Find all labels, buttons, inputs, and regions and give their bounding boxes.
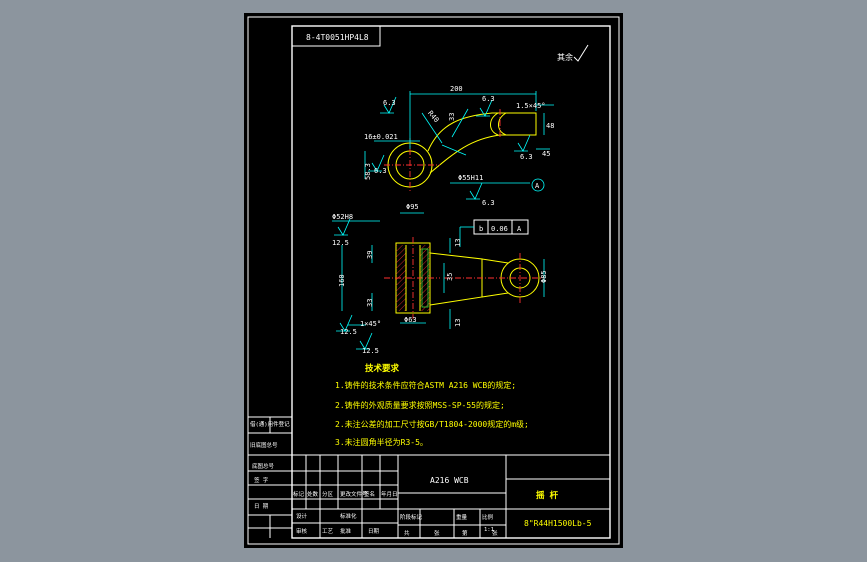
scale-value: 1:1 (484, 527, 494, 533)
dim-160: 160 (338, 274, 346, 287)
ra-bottom-left-1: 12.5 (340, 328, 357, 336)
note-1: 1.铸件的技术条件应符合ASTM A216 WCB的规定; (335, 380, 516, 390)
tol-symbol: b (479, 225, 483, 233)
sheet-total: 共 (404, 529, 410, 537)
note-4: 3.未注圆角半径为R3-5。 (335, 437, 428, 447)
tol-datum: A (517, 225, 522, 233)
dim-85: Φ85 (540, 270, 548, 283)
ra-left: 6.3 (374, 167, 387, 175)
lever-arm (427, 112, 537, 174)
stage-label: 阶段标记 (400, 513, 423, 521)
row-label-date: 年月日 (381, 490, 398, 498)
neck (429, 252, 483, 306)
notes-title: 技术要求 (365, 363, 400, 374)
top-code-box (291, 25, 381, 47)
dim-55h11: Φ55H11 (458, 174, 483, 182)
ra-right: 6.3 (520, 153, 533, 161)
row-label-count: 处数 (307, 490, 319, 498)
chamfer-bottom: 1×45° (360, 320, 381, 328)
sheet-no: 第 (462, 529, 468, 537)
part-name: 摇 杆 (536, 490, 559, 501)
left-label-5: 日 期 (254, 503, 269, 510)
row-label-mark: 标记 (293, 490, 305, 498)
role-approve: 批准 (340, 527, 352, 535)
role-standard: 标准化 (340, 512, 357, 520)
drawing-number: 8"R44H1500Lb-5 (524, 519, 592, 528)
row-label-sign: 签名 (364, 490, 375, 498)
dim-16-tol: 16±0.021 (364, 133, 398, 141)
role-process: 工艺 (322, 528, 334, 535)
datum-a-circle (531, 178, 545, 192)
roughness-other-label: 其余 (557, 52, 573, 62)
left-label-2: 旧底图总号 (250, 441, 278, 449)
left-strip: 借(通)用件登记 旧底图总号 底图总号 签 字 日 期 (248, 417, 292, 538)
ra-top-2: 6.3 (482, 95, 495, 103)
note-2: 2.铸件的外观质量要求按照MSS-SP-55的规定; (335, 400, 505, 410)
sheet-no-unit: 张 (492, 529, 498, 537)
material: A216 WCB (430, 476, 469, 485)
note-3: 2.未注公差的加工尺寸按GB/T1804-2000规定的m级; (335, 419, 529, 429)
scale-label: 比例 (482, 513, 494, 521)
dia-95: Φ95 (406, 203, 419, 211)
cad-drawing: 8-4T0051HP4L8 其余 200 6.3 6.3 1.5×45° 48 … (247, 16, 620, 545)
role-design: 设计 (296, 512, 308, 520)
left-label-4: 签 字 (254, 476, 269, 484)
sheet-total-unit: 张 (434, 529, 440, 537)
tech-notes: 技术要求 1.铸件的技术条件应符合ASTM A216 WCB的规定; 2.铸件的… (335, 363, 529, 447)
dim-48: 48 (546, 122, 554, 130)
row-label-zone: 分区 (322, 490, 334, 498)
dim-33b: 33 (366, 299, 374, 307)
ra-top-1: 6.3 (383, 99, 396, 107)
title-block: 标记 处数 分区 更改文件号 签名 年月日 设计 标准化 审核 工艺 批准 日期… (291, 454, 611, 539)
role-review: 审核 (296, 527, 308, 535)
roughness-other-icon (573, 44, 589, 62)
datum-a: A (535, 182, 540, 190)
section-view: Φ52H8 12.5 Φ95 b 0.06 A 160 (332, 203, 548, 355)
dim-13a: 13 (454, 239, 462, 247)
weight-label: 重量 (456, 513, 468, 521)
left-label-3: 底图总号 (252, 462, 275, 470)
ra-left-top: 12.5 (332, 239, 349, 247)
row-label-change: 更改文件号 (340, 490, 368, 498)
outer-frame (247, 16, 620, 545)
dim-39: 39 (366, 251, 374, 259)
dia-52h8: Φ52H8 (332, 213, 353, 221)
left-label-1: 借(通)用件登记 (250, 420, 290, 428)
drawing-sheet: 8-4T0051HP4L8 其余 200 6.3 6.3 1.5×45° 48 … (244, 13, 623, 548)
dim-58-3: 58.3 (364, 163, 372, 180)
role-date: 日期 (368, 528, 380, 535)
top-code: 8-4T0051HP4L8 (306, 33, 369, 42)
dim-35: 35 (446, 273, 454, 281)
ra-bottom-left-2: 12.5 (362, 347, 379, 355)
chamfer-right: 1.5×45° (516, 102, 546, 110)
dim-13b: 13 (454, 319, 462, 327)
dim-45: 45 (542, 150, 550, 158)
tol-value: 0.06 (491, 225, 508, 233)
dim-length-200: 200 (450, 85, 463, 93)
top-view: 200 6.3 6.3 1.5×45° 48 45 6.3 58.3 16±0.… (364, 85, 554, 207)
ra-bottom: 6.3 (482, 199, 495, 207)
dia-63: Φ63 (404, 316, 417, 324)
dim-33: 33 (448, 113, 456, 121)
